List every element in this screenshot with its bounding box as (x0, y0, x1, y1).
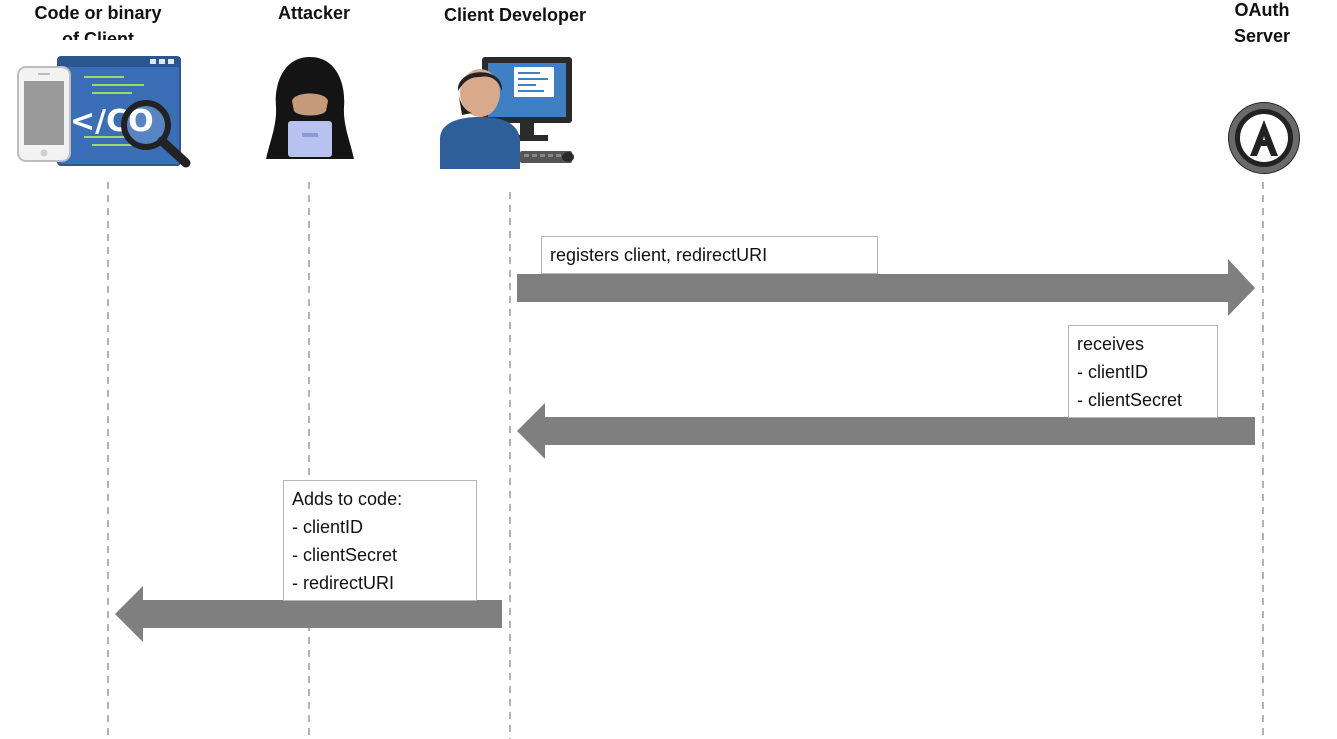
actor-title-client-code: Code or binary of Client (18, 0, 178, 40)
arrow-registers-client (517, 259, 1255, 316)
actor-client-code-line2: of Client (62, 29, 134, 40)
message-receives-line2: - clientID (1077, 362, 1149, 382)
message-adds-line4: - redirectURI (292, 573, 395, 593)
actor-title-oauth-server: OAuth Server (1222, 0, 1302, 49)
oauth-logo-icon (1228, 102, 1300, 174)
message-receives-line1: receives (1077, 334, 1145, 354)
actor-attacker-line1: Attacker (277, 3, 351, 23)
message-adds-line2: - clientID (292, 517, 364, 537)
message-box-receives: receives - clientID - clientSecret (1068, 325, 1218, 418)
actor-title-client-developer: Client Developer (420, 2, 610, 28)
message-receives-line3: - clientSecret (1077, 390, 1183, 410)
developer-computer-icon (440, 57, 574, 169)
hooded-attacker-icon (266, 57, 354, 159)
message-box-registers: registers client, redirectURI (541, 236, 878, 274)
code-binary-icon: </CO (17, 56, 191, 168)
actor-oauth-line2: Server (1233, 26, 1291, 46)
actor-oauth-line1: OAuth (1234, 0, 1290, 20)
message-box-adds-to-code: Adds to code: - clientID - clientSecret … (283, 480, 477, 601)
actor-title-attacker: Attacker (244, 0, 384, 26)
svg-text:</CO: </CO (70, 104, 154, 139)
message-adds-line3: - clientSecret (292, 545, 398, 565)
message-adds-line1: Adds to code: (292, 489, 403, 509)
message-registers-line1: registers client, redirectURI (550, 245, 768, 265)
actor-client-developer-line1: Client Developer (443, 5, 587, 25)
actor-client-code-line1: Code or binary (34, 3, 162, 23)
